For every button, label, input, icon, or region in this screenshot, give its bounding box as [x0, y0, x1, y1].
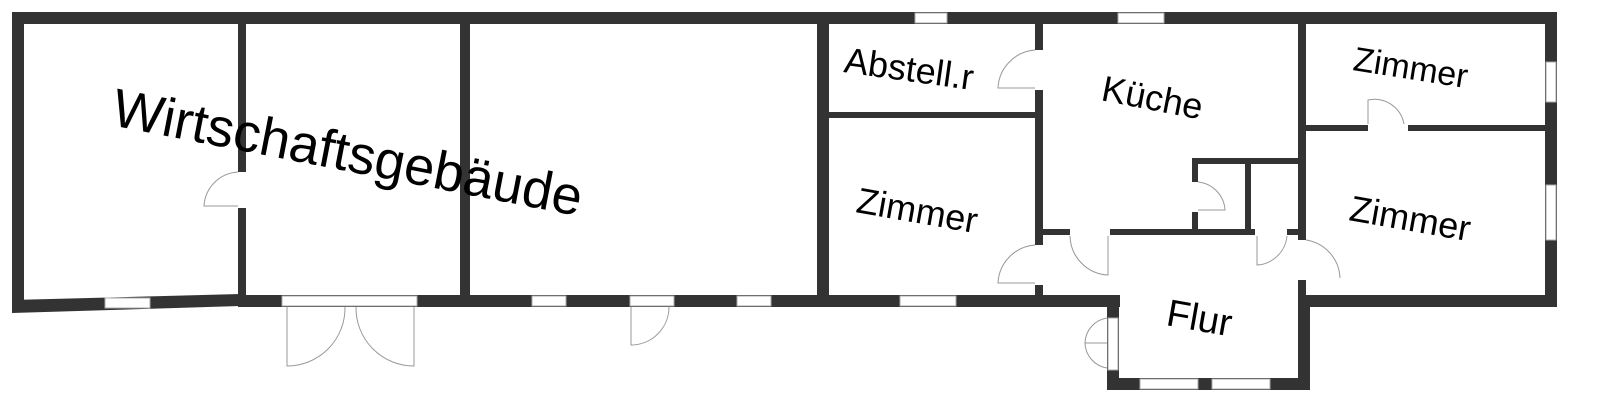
label-abstellraum: Abstell.r — [842, 39, 976, 98]
label-kueche: Küche — [1098, 68, 1206, 128]
doors — [203, 49, 1405, 369]
windows — [104, 12, 1557, 390]
door-openings — [237, 50, 1408, 285]
label-zimmer-bottom-right: Zimmer — [1347, 188, 1474, 250]
label-flur: Flur — [1163, 293, 1235, 346]
label-zimmer-middle: Zimmer — [854, 180, 981, 242]
label-zimmer-top-right: Zimmer — [1351, 40, 1471, 96]
label-wirtschaftsgebaeude: Wirtschaftsgebäude — [108, 78, 588, 228]
